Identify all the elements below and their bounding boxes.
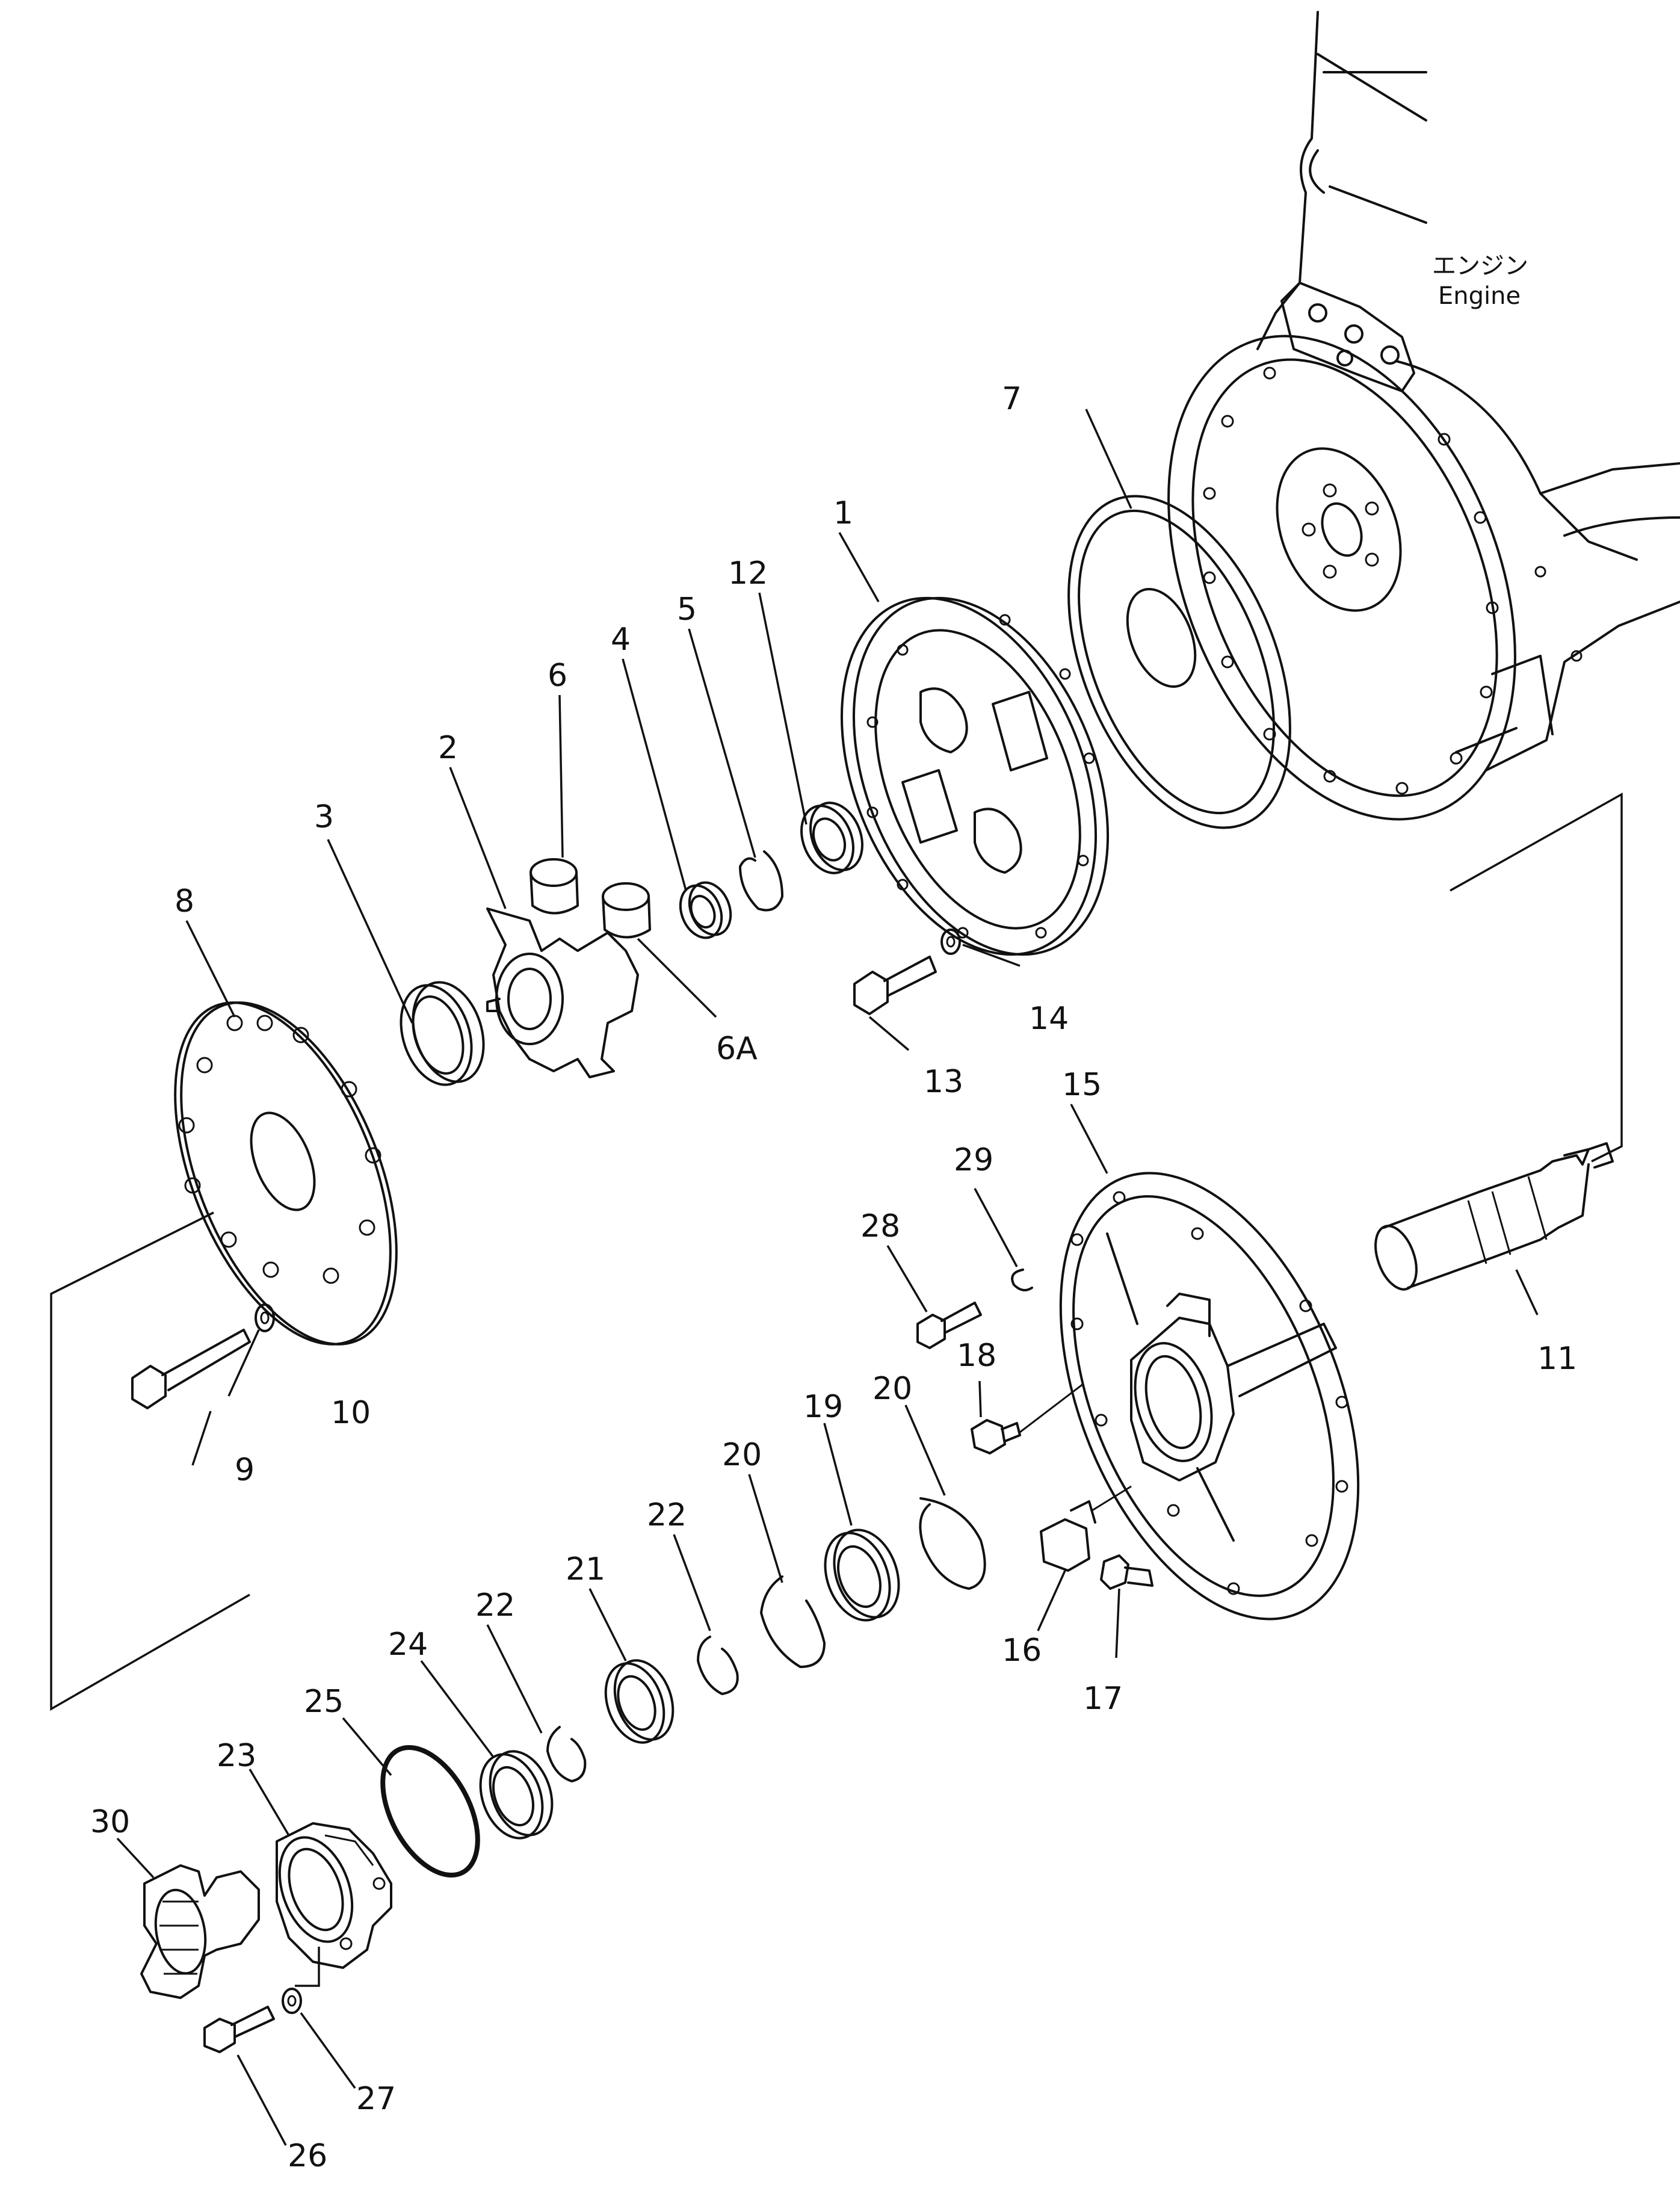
callout-part-19: 19 — [803, 1389, 843, 1425]
callout-part-9: 9 — [235, 1452, 255, 1488]
callout-part-11: 11 — [1537, 1341, 1577, 1377]
part-28-bolt — [916, 1302, 982, 1349]
part-6a-bushing — [602, 882, 651, 939]
callout-part-6: 6 — [548, 658, 567, 694]
part-6-bushing — [530, 858, 579, 915]
part-23-cage — [276, 1822, 392, 1969]
callout-part-30: 30 — [90, 1804, 130, 1840]
callout-part-18: 18 — [957, 1338, 996, 1374]
callout-part-1: 1 — [833, 495, 853, 531]
callout-part-22-lower: 22 — [475, 1587, 515, 1624]
part-30-yoke — [140, 1864, 260, 1999]
part-20-snap-ring-upper — [919, 1497, 986, 1590]
callout-part-29: 29 — [954, 1142, 993, 1178]
part-17-fitting — [1100, 1554, 1153, 1590]
part-22-snap-ring-lower — [546, 1726, 587, 1782]
part-9-bolt — [131, 1329, 251, 1409]
part-19-bearing — [824, 1528, 900, 1622]
callout-part-21: 21 — [566, 1551, 605, 1587]
callout-part-20-lower: 20 — [722, 1437, 762, 1473]
part-1-coupling-housing — [841, 596, 1109, 956]
part-12-bearing — [800, 802, 863, 874]
part-14-washer — [940, 929, 961, 955]
callout-part-17: 17 — [1083, 1681, 1123, 1717]
callout-part-14: 14 — [1029, 1001, 1069, 1037]
part-26-bolt — [203, 2006, 275, 2053]
part-11-shaft — [1374, 1142, 1614, 1291]
callout-labels: 1 2 3 4 5 6 6A 7 8 9 10 11 12 13 14 15 1… — [90, 381, 1577, 2174]
part-13-bolt — [853, 956, 937, 1015]
part-8-cover-plate — [174, 1001, 398, 1346]
part-29-clip — [1011, 1269, 1033, 1291]
part-16-elbow — [1040, 1485, 1132, 1572]
callout-part-24: 24 — [388, 1627, 428, 1663]
callout-part-2: 2 — [438, 730, 458, 766]
callout-part-8: 8 — [174, 883, 194, 919]
part-22-snap-ring-upper — [697, 1636, 739, 1695]
callout-part-4: 4 — [611, 622, 631, 658]
callout-part-25: 25 — [304, 1684, 344, 1720]
part-10-washer — [255, 1303, 275, 1332]
engine-label-japanese: エンジン — [1432, 252, 1528, 280]
part-2-spider-hub — [486, 907, 639, 1078]
callout-part-12: 12 — [728, 555, 768, 592]
callout-part-13: 13 — [924, 1064, 963, 1100]
callout-part-6a: 6A — [716, 1031, 758, 1067]
part-4-bearing — [679, 881, 732, 939]
callout-part-20-upper: 20 — [872, 1371, 912, 1407]
callout-part-16: 16 — [1002, 1633, 1042, 1669]
leader-lines — [50, 409, 1623, 2146]
part-20-snap-ring-lower — [760, 1575, 826, 1668]
part-24-bearing — [479, 1750, 554, 1840]
callout-part-28: 28 — [860, 1208, 900, 1244]
callout-part-10: 10 — [331, 1395, 371, 1431]
engine-label-english: Engine — [1438, 282, 1521, 310]
part-7-gasket — [1067, 495, 1291, 829]
part-21-bearing — [604, 1659, 675, 1744]
part-3-ring — [400, 981, 485, 1086]
part-15-transmission-case — [1059, 1172, 1360, 1621]
part-27-washer — [282, 1988, 302, 2014]
callout-part-5: 5 — [677, 592, 697, 628]
callout-part-22-upper: 22 — [647, 1497, 687, 1533]
callout-part-7: 7 — [1002, 381, 1022, 417]
callout-part-15: 15 — [1062, 1067, 1102, 1103]
part-18-plug — [971, 1383, 1084, 1454]
part-5-snap-ring — [739, 850, 783, 912]
callout-part-27: 27 — [356, 2081, 396, 2117]
callout-part-26: 26 — [288, 2138, 327, 2174]
part-25-o-ring — [380, 1745, 480, 1878]
callout-part-3: 3 — [314, 799, 334, 835]
engine-housing: エンジン Engine — [1167, 11, 1680, 821]
callout-part-23: 23 — [217, 1738, 256, 1774]
